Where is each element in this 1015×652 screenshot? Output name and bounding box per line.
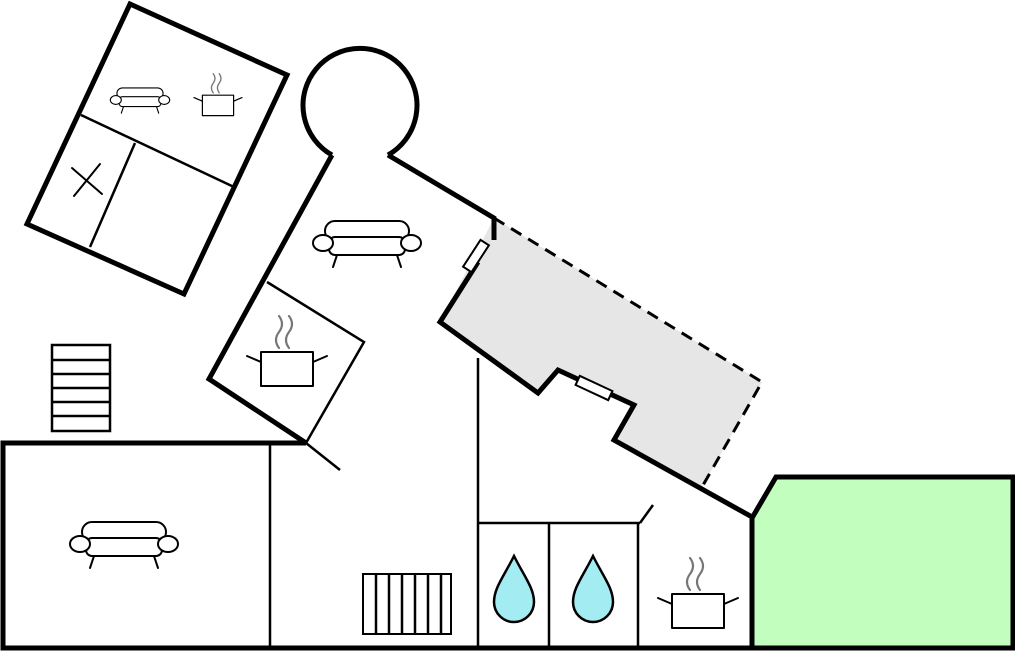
cross-icon	[71, 163, 103, 197]
sofa-icon	[69, 521, 179, 569]
terrace	[440, 218, 762, 487]
tilted-building-divider	[80, 113, 235, 248]
sofa-icon	[312, 220, 422, 268]
water-drop-icon	[571, 554, 615, 624]
window-icon	[574, 374, 614, 402]
terrace-dashed-edge	[493, 216, 765, 488]
round-tower	[300, 45, 420, 158]
interior-wall	[476, 358, 655, 648]
main-outer-wall	[205, 153, 335, 446]
garden	[749, 474, 1015, 651]
sofa-icon	[109, 87, 171, 114]
radiator-icon	[362, 573, 452, 635]
cooking-pot-icon	[245, 314, 329, 388]
cooking-pot-icon	[656, 556, 740, 630]
water-drop-icon	[492, 554, 536, 624]
tilted-building-outline	[23, 0, 291, 298]
tilted-building	[23, 0, 291, 298]
window-icon	[461, 238, 491, 274]
main-upper-wall	[386, 152, 497, 240]
stairs-icon	[50, 343, 112, 433]
cooking-pot-icon	[193, 72, 243, 117]
bottom-outer-wall	[0, 440, 1013, 651]
bottom-building	[0, 440, 1013, 651]
kitchen-nook-walls	[266, 280, 366, 471]
